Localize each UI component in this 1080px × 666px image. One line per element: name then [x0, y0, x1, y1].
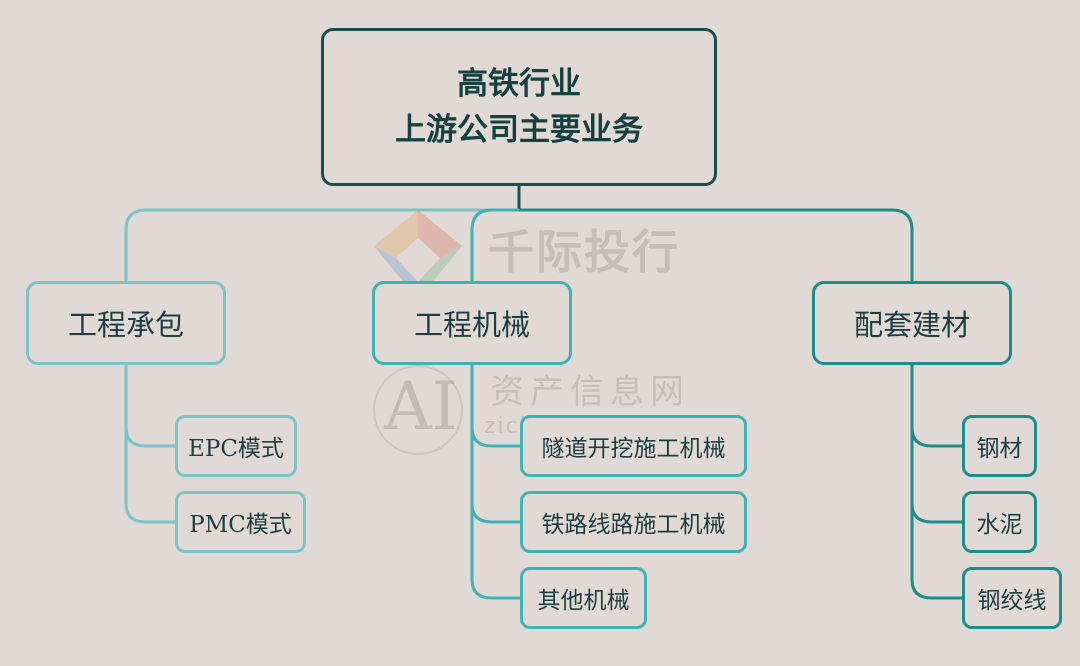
- leaf-label: PMC模式: [189, 512, 292, 538]
- category-label: 工程机械: [413, 308, 530, 342]
- category-label: 工程承包: [67, 308, 184, 342]
- leaf-epc-mode: EPC模式: [175, 415, 297, 477]
- leaf-cement: 水泥: [962, 491, 1037, 553]
- leaf-label: 钢绞线: [977, 588, 1047, 614]
- leaf-railway-machinery: 铁路线路施工机械: [520, 491, 747, 553]
- leaf-label: 隧道开挖施工机械: [541, 436, 726, 462]
- leaf-label: 钢材: [976, 436, 1023, 462]
- root-title-line1: 高铁行业: [457, 66, 581, 102]
- leaf-label: EPC模式: [188, 436, 284, 462]
- leaf-label: 其他机械: [537, 588, 630, 614]
- category-engineering-machinery: 工程机械: [372, 281, 572, 365]
- category-label: 配套建材: [853, 308, 970, 342]
- category-building-materials: 配套建材: [812, 281, 1012, 365]
- leaf-other-machinery: 其他机械: [520, 567, 647, 629]
- leaf-pmc-mode: PMC模式: [175, 491, 306, 553]
- leaf-label: 铁路线路施工机械: [541, 512, 726, 538]
- leaf-steel-strand: 钢绞线: [962, 567, 1062, 629]
- watermark-ai-circle: [373, 365, 463, 455]
- leaf-tunnel-machinery: 隧道开挖施工机械: [520, 415, 747, 477]
- leaf-steel: 钢材: [962, 415, 1037, 477]
- leaf-label: 水泥: [976, 512, 1023, 538]
- root-title-line2: 上游公司主要业务: [395, 112, 643, 148]
- root-node: 高铁行业 上游公司主要业务: [321, 28, 717, 186]
- category-engineering-contracting: 工程承包: [26, 281, 226, 365]
